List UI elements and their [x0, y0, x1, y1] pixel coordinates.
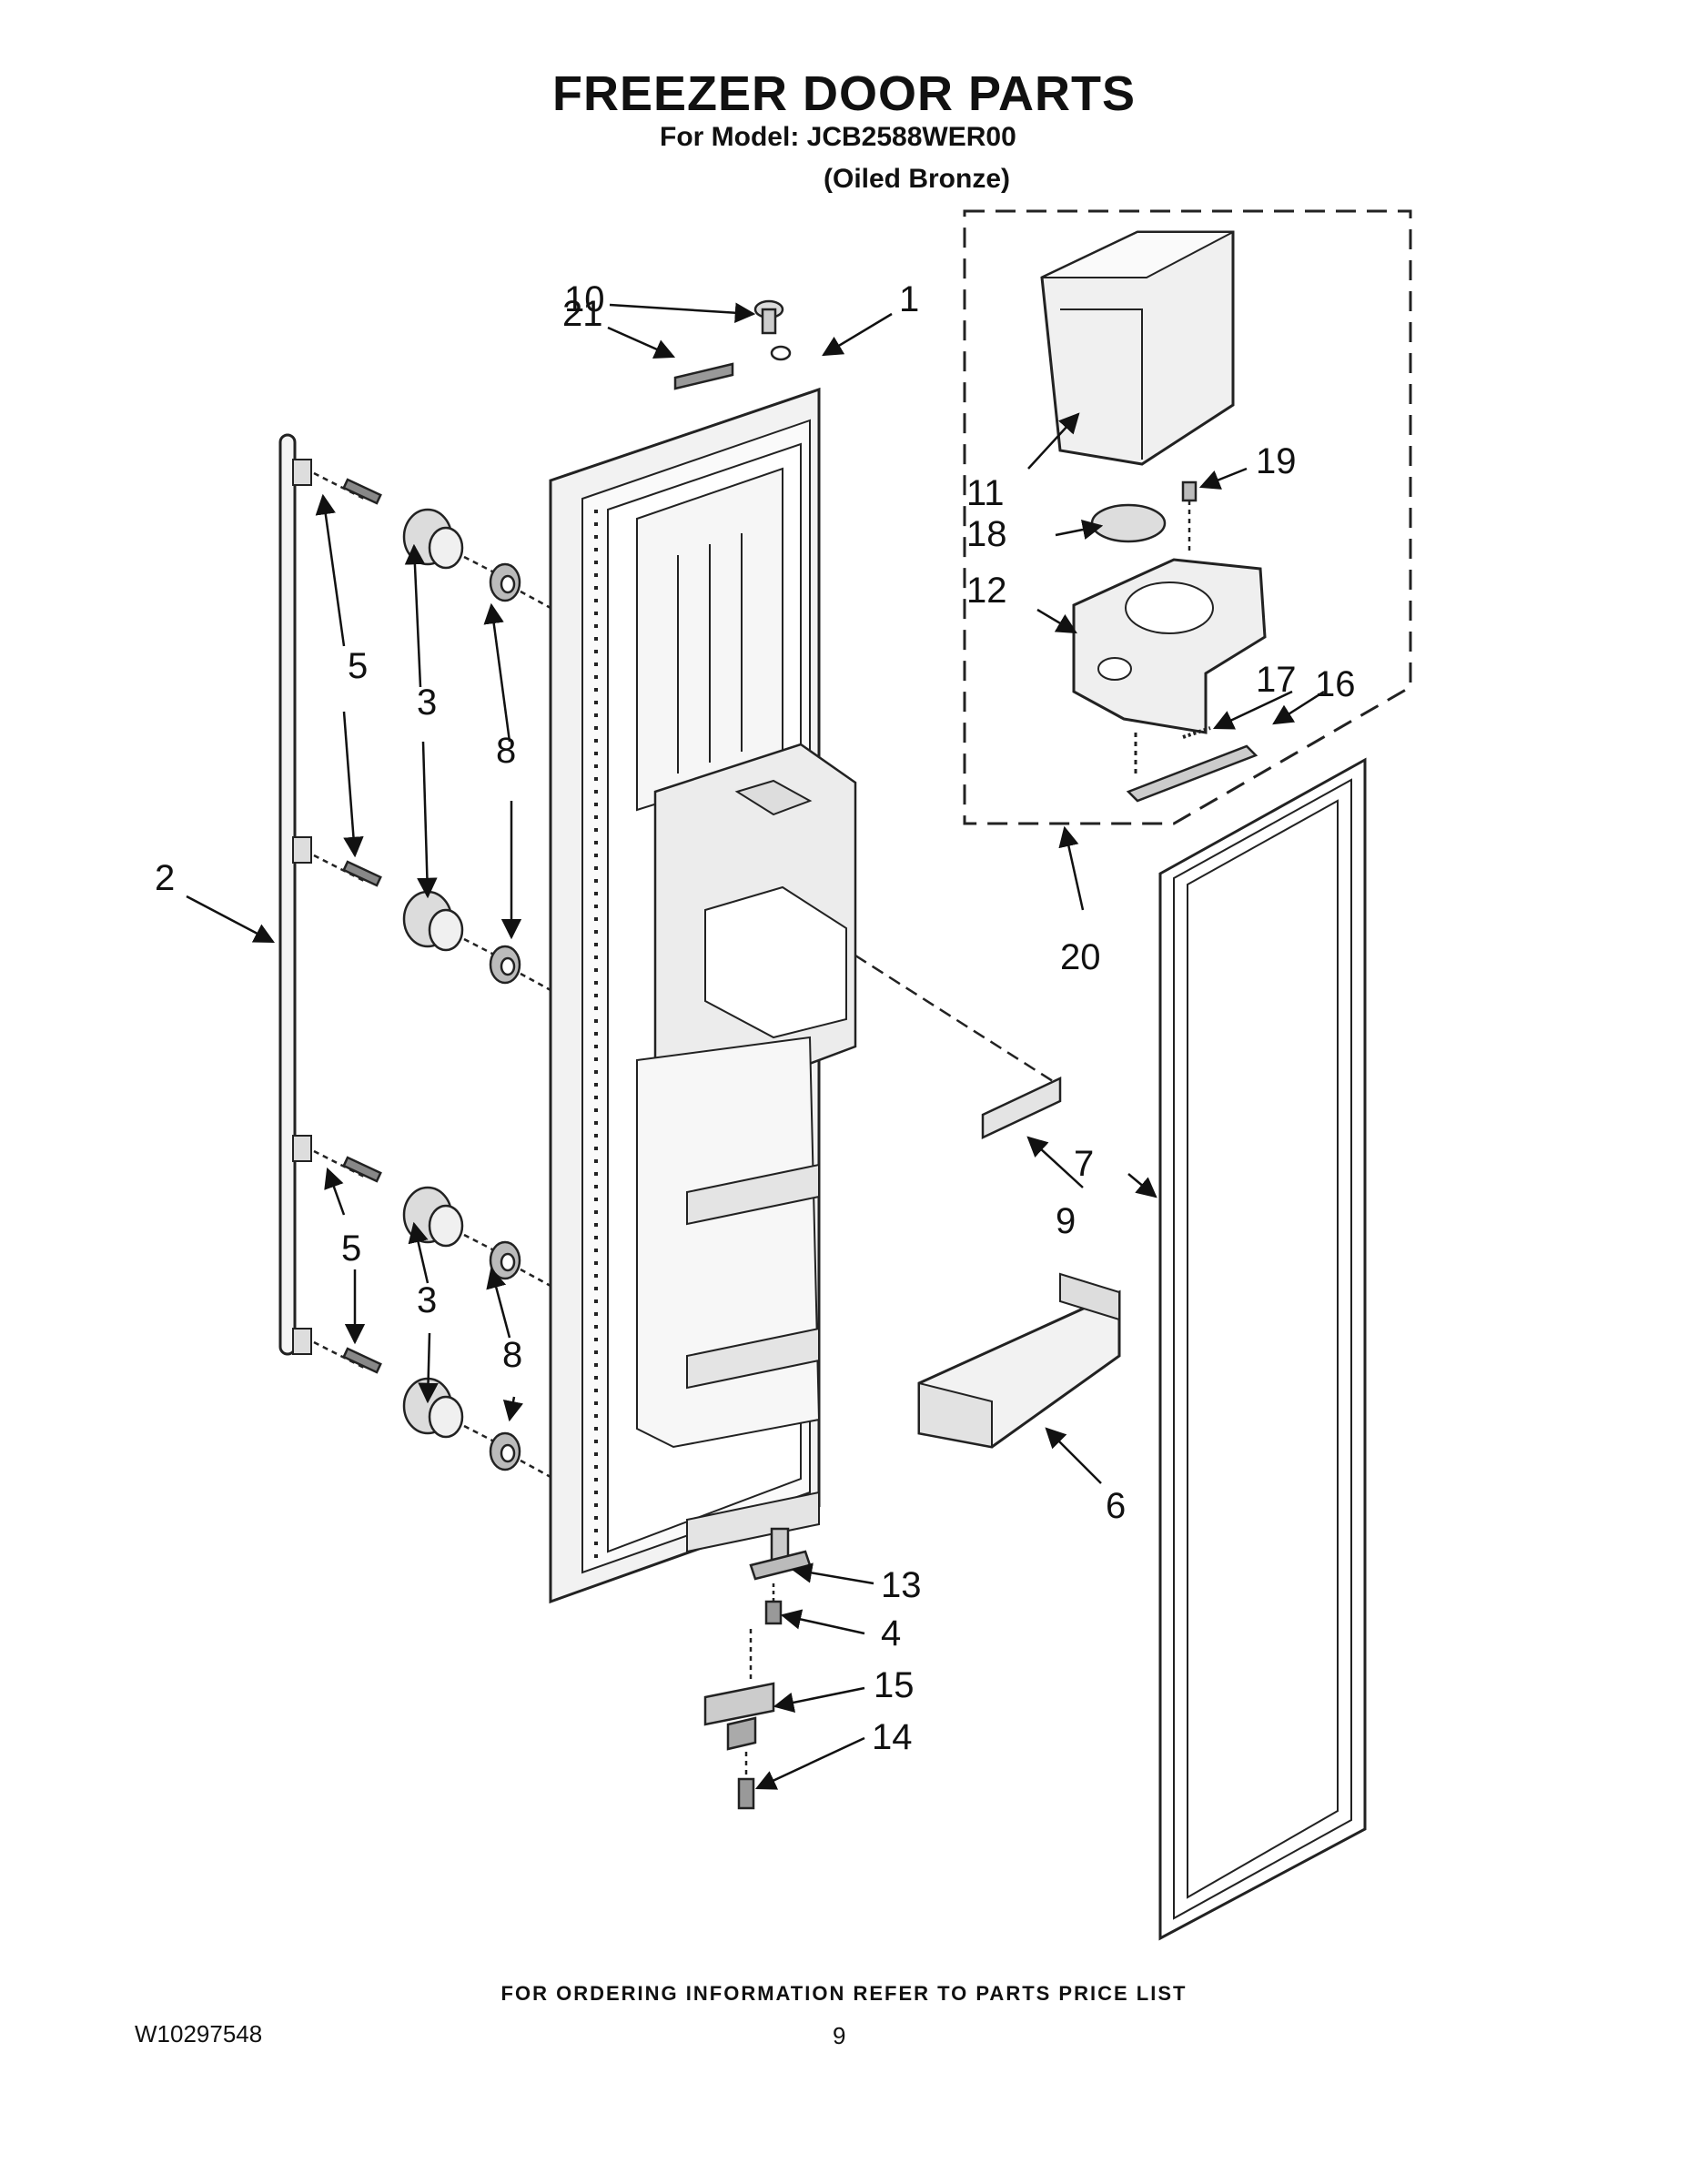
callout-3-upper: 3	[417, 682, 437, 723]
callout-14: 14	[872, 1717, 913, 1757]
callout-4: 4	[881, 1613, 901, 1653]
callout-2: 2	[155, 858, 175, 898]
page-title: FREEZER DOOR PARTS	[551, 66, 1137, 121]
callout-8-upper: 8	[496, 731, 516, 771]
freezer-door-assembly	[549, 387, 857, 1604]
callout-15: 15	[874, 1665, 915, 1705]
callout-1: 1	[899, 279, 919, 319]
door-bin	[917, 1272, 1121, 1449]
ice-bin-housing	[1072, 558, 1267, 774]
callout-19: 19	[1256, 441, 1297, 481]
finish-line: (Oiled Bronze)	[824, 164, 1011, 194]
callout-6: 6	[1106, 1486, 1126, 1526]
door-gasket	[1158, 757, 1367, 1941]
callout-3-lower: 3	[417, 1280, 437, 1320]
callout-7: 7	[1074, 1144, 1094, 1184]
callout-5-upper: 5	[348, 646, 368, 686]
ice-bin	[1040, 230, 1235, 466]
door-handle	[278, 433, 312, 1356]
auger-cover	[1090, 480, 1198, 555]
ice-bin-shaft-and-spring	[1126, 726, 1258, 803]
callout-17: 17	[1256, 660, 1297, 700]
cap-plug-and-label	[673, 299, 792, 390]
callout-9: 9	[1056, 1201, 1076, 1241]
callout-5-lower: 5	[341, 1228, 361, 1269]
leader-arrows	[186, 302, 1325, 1790]
callout-13: 13	[881, 1565, 922, 1605]
page-number: 9	[833, 2022, 846, 2049]
callout-12: 12	[966, 571, 1007, 611]
callout-11: 11	[966, 473, 1005, 513]
ordering-note: FOR ORDERING INFORMATION REFER TO PARTS …	[500, 1982, 1188, 2005]
model-line: For Model: JCB2588WER00	[660, 122, 1016, 152]
callout-20: 20	[1060, 937, 1101, 977]
callout-16: 16	[1315, 664, 1356, 704]
document-number: W10297548	[135, 2020, 263, 2048]
ice-bin-assembly-box	[963, 209, 1412, 825]
hinge-parts	[703, 1527, 812, 1810]
handle-mount-hardware	[313, 471, 551, 1479]
callout-21: 21	[562, 294, 603, 334]
callout-labels: 10 21 1 2 5 3 8 5 3 8 11 19 18 12 17 16 …	[155, 279, 1356, 1757]
callout-18: 18	[966, 514, 1007, 554]
dispenser-trim	[854, 954, 1062, 1139]
callout-8-lower: 8	[502, 1335, 522, 1375]
callout-10: 10	[564, 279, 605, 319]
